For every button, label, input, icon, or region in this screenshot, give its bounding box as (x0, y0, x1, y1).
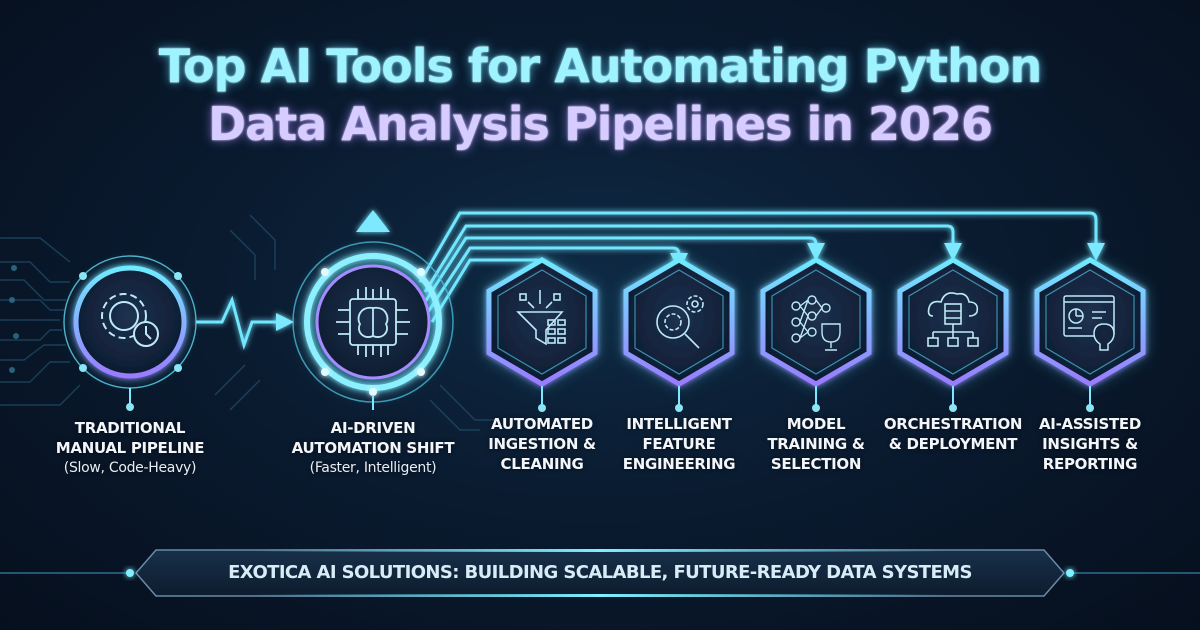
gear-clock-icon (101, 293, 159, 347)
circuit-traces (0, 214, 495, 431)
label-insights: AI-ASSISTED INSIGHTS & REPORTING (1039, 415, 1141, 473)
footer-banner: EXOTICA AI SOLUTIONS: BUILDING SCALABLE,… (132, 547, 1068, 599)
node-ai-driven (292, 210, 454, 410)
magnifier-gears-icon (656, 295, 704, 349)
funnel-data-icon (516, 290, 566, 346)
label-traditional: TRADITIONAL MANUAL PIPELINE (Slow, Code-… (55, 419, 205, 476)
node-ingestion (486, 257, 598, 412)
hex-nodes (486, 257, 1146, 412)
branch-connectors (418, 211, 1105, 323)
label-feature: INTELLIGENT FEATURE ENGINEERING (622, 415, 736, 473)
dashboard-bulb-icon (1063, 295, 1115, 351)
node-feature (623, 257, 735, 412)
page-title-line-2: Data Analysis Pipelines in 2026 (208, 97, 993, 151)
label-ai-driven: AI-DRIVEN AUTOMATION SHIFT (Faster, Inte… (291, 419, 455, 476)
pulse-connector (196, 295, 294, 351)
label-orchestration: ORCHESTRATION & DEPLOYMENT (883, 415, 1023, 453)
node-orchestration (897, 257, 1009, 412)
page-title-line-1: Top AI Tools for Automating Python (158, 39, 1043, 93)
node-traditional (63, 255, 197, 411)
node-insights (1034, 257, 1146, 412)
label-ingestion: AUTOMATED INGESTION & CLEANING (488, 415, 596, 473)
neural-net-trophy-icon (791, 295, 841, 351)
banner-frame (135, 549, 1065, 597)
brain-chip-icon (336, 287, 410, 357)
label-model: MODEL TRAINING & SELECTION (767, 415, 865, 473)
banner-text: EXOTICA AI SOLUTIONS: BUILDING SCALABLE,… (228, 562, 972, 583)
up-arrow-icon (356, 210, 390, 232)
node-model (760, 257, 872, 412)
cloud-server-icon (927, 292, 979, 347)
